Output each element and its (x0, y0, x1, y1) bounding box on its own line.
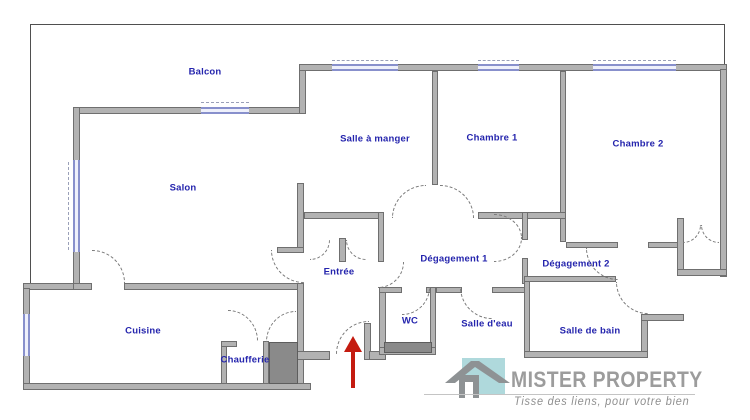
wall (432, 71, 438, 185)
door-arc (616, 282, 648, 314)
wall (641, 314, 684, 321)
wall (304, 212, 384, 219)
wall (436, 287, 462, 293)
duct-shaft (384, 342, 432, 353)
wall (378, 212, 384, 262)
room-label-cuisine: Cuisine (125, 325, 161, 337)
wall (524, 351, 648, 358)
wall (299, 64, 333, 71)
wall (23, 383, 311, 390)
wall (296, 351, 330, 360)
wall (648, 242, 678, 248)
room-label-salle-de-bain: Salle de bain (559, 325, 621, 337)
wall (524, 276, 616, 282)
window-dash-line (332, 60, 398, 61)
wall (566, 242, 618, 248)
entrance-arrow-head-icon (344, 336, 362, 352)
duct-shaft (269, 342, 298, 384)
door-arc (266, 311, 296, 342)
wall (221, 341, 237, 347)
wall (73, 107, 80, 162)
boundary-line (724, 25, 725, 71)
window (478, 64, 519, 71)
door-arc (346, 240, 366, 260)
brand-divider (424, 394, 695, 395)
door-arc (683, 225, 701, 243)
window-dash-line (593, 60, 676, 61)
window (23, 314, 30, 356)
brand-name: MISTER PROPERTY (511, 367, 703, 392)
room-label-balcon: Balcon (188, 66, 222, 78)
room-label-salle-a-manger: Salle à manger (340, 133, 410, 145)
wall (297, 183, 304, 248)
wall (339, 238, 346, 262)
boundary-line (30, 24, 725, 25)
wall (248, 107, 306, 114)
room-label-entree: Entrée (323, 266, 355, 278)
wall (369, 351, 386, 360)
door-arc (228, 310, 258, 341)
room-label-degagement-1: Dégagement 1 (420, 253, 488, 265)
window (201, 107, 249, 114)
door-arc (310, 240, 330, 260)
room-label-degagement-2: Dégagement 2 (542, 258, 610, 270)
door-arc (701, 225, 719, 243)
wall (23, 283, 78, 290)
door-arc (440, 185, 474, 218)
wall (522, 212, 528, 240)
room-label-salon: Salon (169, 182, 197, 194)
wall (299, 64, 306, 114)
wall (379, 287, 402, 293)
wall (430, 287, 436, 350)
room-label-chambre-1: Chambre 1 (466, 132, 518, 144)
wall (560, 71, 566, 242)
door-arc (392, 185, 426, 218)
wall (720, 69, 727, 277)
door-arc (92, 250, 125, 283)
door-arc (378, 262, 404, 288)
window (593, 64, 676, 71)
entrance-arrow-icon (351, 350, 355, 388)
boundary-line (30, 24, 31, 284)
room-label-chaufferie: Chaufferie (220, 354, 270, 366)
door-arc (494, 238, 522, 262)
room-label-wc: WC (401, 315, 419, 327)
wall (73, 283, 92, 290)
window-dash-line (201, 102, 249, 103)
wall (73, 107, 202, 114)
door-arc (402, 287, 430, 315)
window-dash-line (68, 162, 69, 250)
room-label-salle-deau: Salle d'eau (461, 318, 513, 330)
door-arc (271, 250, 304, 283)
wall (23, 288, 30, 316)
house-icon (445, 361, 510, 398)
wall (677, 269, 727, 276)
window (73, 160, 80, 252)
window-dash-line (478, 60, 519, 61)
wall (297, 283, 304, 384)
wall (524, 276, 530, 358)
brand-tagline: Tisse des liens, pour votre bien (514, 396, 690, 408)
window (332, 64, 398, 71)
wall (124, 283, 304, 290)
wall (518, 64, 594, 71)
room-label-chambre-2: Chambre 2 (612, 138, 664, 150)
door-arc (460, 287, 492, 319)
wall (397, 64, 479, 71)
